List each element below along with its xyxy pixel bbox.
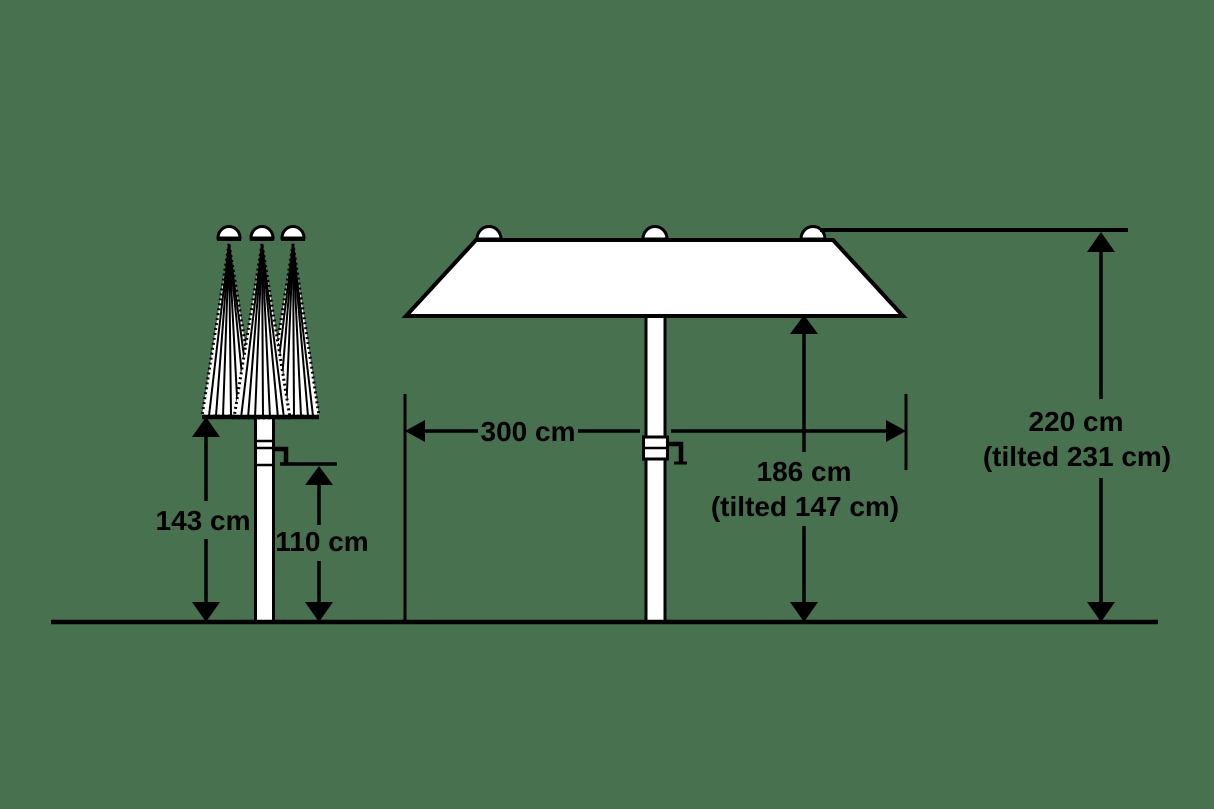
- finial-dome-icon: [641, 225, 669, 241]
- arrowhead-down-icon: [790, 602, 818, 622]
- open-parasol: [401, 225, 908, 624]
- open-parasol-finials: [475, 225, 827, 241]
- closed-parasol-finials: [216, 225, 306, 241]
- label-total-height: 220 cm: [1029, 406, 1124, 437]
- finial-dome-icon: [799, 225, 827, 241]
- open-parasol-crank-handle: [667, 441, 684, 463]
- finial-dome-icon: [216, 225, 242, 240]
- arrowhead-up-icon: [790, 315, 818, 334]
- arrowhead-right-icon: [886, 420, 906, 442]
- finial-dome-icon: [475, 225, 503, 241]
- canopy-folds-center: [240, 243, 285, 419]
- closed-parasol-canopy: [200, 225, 321, 420]
- label-clearance-height: 186 cm: [757, 456, 852, 487]
- label-clearance-height-tilted: (tilted 147 cm): [711, 491, 899, 522]
- dimension-clearance-height: 186 cm (tilted 147 cm): [711, 315, 899, 622]
- label-total-height-tilted: (tilted 231 cm): [983, 441, 1171, 472]
- closed-parasol-crank-handle: [273, 446, 289, 463]
- label-crank-height: 110 cm: [275, 526, 368, 557]
- dimension-canopy-width: 300 cm: [403, 394, 908, 622]
- dimension-crank-height: 110 cm: [275, 466, 369, 622]
- closed-parasol: [200, 225, 337, 624]
- finial-dome-icon: [249, 225, 275, 240]
- label-canopy-width: 300 cm: [481, 416, 576, 447]
- arrowhead-down-icon: [305, 602, 333, 622]
- closed-parasol-crank-housing: [255, 439, 274, 467]
- dimension-closed-height: 143 cm: [156, 417, 251, 622]
- arrowhead-up-icon: [1087, 232, 1115, 252]
- arrowhead-up-icon: [305, 466, 333, 485]
- dimension-total-height: 220 cm (tilted 231 cm): [820, 228, 1171, 622]
- label-closed-height: 143 cm: [156, 505, 251, 536]
- arrowhead-down-icon: [192, 602, 220, 622]
- finial-dome-icon: [280, 225, 306, 240]
- arrowhead-down-icon: [1087, 602, 1115, 622]
- canopy-folds-right: [271, 243, 314, 417]
- arrowhead-up-icon: [192, 417, 220, 437]
- open-parasol-pole: [644, 312, 667, 624]
- open-parasol-canopy: [401, 238, 908, 318]
- closed-parasol-pole: [254, 410, 275, 624]
- arrowhead-left-icon: [405, 420, 425, 442]
